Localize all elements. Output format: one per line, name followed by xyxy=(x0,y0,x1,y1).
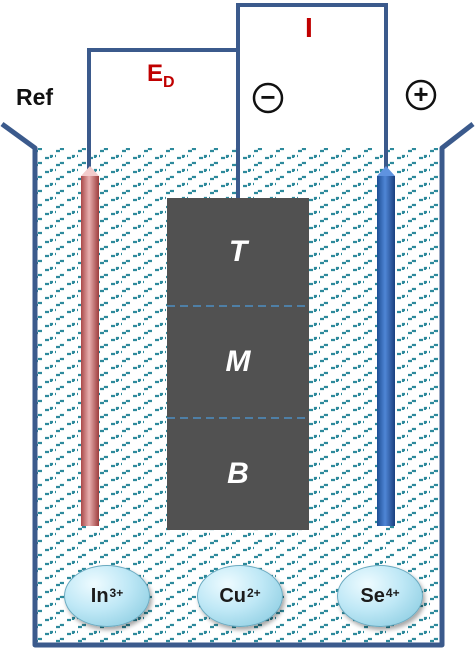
reference-label: Ref xyxy=(16,84,54,110)
working-electrode-sample xyxy=(167,198,309,530)
ion-selenium-symbol: Se xyxy=(360,584,385,607)
reference-electrode xyxy=(81,176,99,526)
ion-indium-charge: 3+ xyxy=(109,586,124,600)
deposition-potential-main: E xyxy=(147,60,164,87)
deposition-potential-label: ED xyxy=(147,60,175,92)
ion-copper-symbol: Cu xyxy=(219,584,246,607)
minus-sign: − xyxy=(260,82,276,112)
zone-label-bottom: B xyxy=(227,457,249,490)
plus-terminal-circle xyxy=(405,79,437,111)
counter-electrode-tip xyxy=(377,166,395,176)
plus-sign: + xyxy=(413,79,429,109)
wire-working xyxy=(236,3,388,198)
reference-electrode-tip xyxy=(81,166,99,176)
current-label: I xyxy=(305,12,313,43)
ion-indium-symbol: In xyxy=(90,584,109,607)
deposition-potential-subscript: D xyxy=(163,73,175,91)
zone-label-middle: M xyxy=(225,345,251,378)
beaker-outline xyxy=(0,121,475,648)
ion-copper-charge: 2+ xyxy=(246,586,261,600)
counter-electrode xyxy=(377,176,395,526)
wire-reference xyxy=(87,48,238,172)
minus-terminal-circle xyxy=(252,82,284,114)
ion-selenium-charge: 4+ xyxy=(385,586,400,600)
zone-label-top: T xyxy=(228,235,248,268)
